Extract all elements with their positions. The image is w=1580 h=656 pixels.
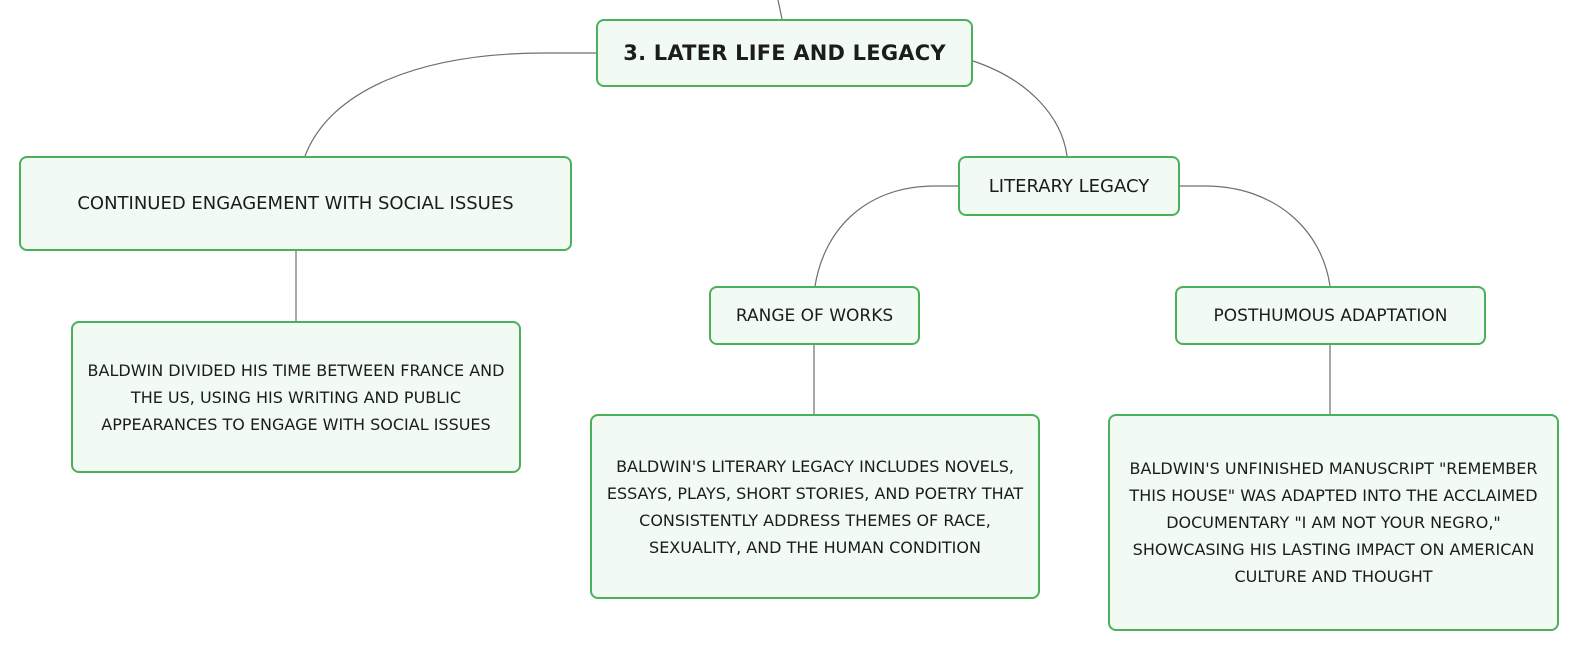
range-of-works-detail-node[interactable]: BALDWIN'S LITERARY LEGACY INCLUDES NOVEL… — [590, 414, 1040, 599]
root-node[interactable]: 3. LATER LIFE AND LEGACY — [596, 19, 973, 87]
connector-literary-range — [814, 185, 958, 287]
connector-incoming-root — [777, 0, 783, 20]
connector-root-social — [304, 52, 596, 157]
social-issues-detail-node[interactable]: BALDWIN DIVIDED HIS TIME BETWEEN FRANCE … — [71, 321, 521, 473]
social-issues-label: CONTINUED ENGAGEMENT WITH SOCIAL ISSUES — [77, 193, 514, 214]
range-of-works-label: RANGE OF WORKS — [735, 305, 894, 326]
literary-legacy-node[interactable]: LITERARY LEGACY — [958, 156, 1180, 216]
posthumous-adaptation-node[interactable]: POSTHUMOUS ADAPTATION — [1175, 286, 1486, 345]
social-issues-node[interactable]: CONTINUED ENGAGEMENT WITH SOCIAL ISSUES — [19, 156, 572, 251]
posthumous-adaptation-detail-node[interactable]: BALDWIN'S UNFINISHED MANUSCRIPT "REMEMBE… — [1108, 414, 1559, 631]
social-issues-detail-text: BALDWIN DIVIDED HIS TIME BETWEEN FRANCE … — [87, 360, 505, 434]
range-of-works-detail-text: BALDWIN'S LITERARY LEGACY INCLUDES NOVEL… — [606, 456, 1024, 557]
posthumous-adaptation-label: POSTHUMOUS ADAPTATION — [1213, 305, 1448, 326]
literary-legacy-label: LITERARY LEGACY — [988, 175, 1150, 197]
range-of-works-node[interactable]: RANGE OF WORKS — [709, 286, 920, 345]
connector-root-literary — [972, 60, 1068, 157]
root-node-label: 3. LATER LIFE AND LEGACY — [623, 41, 946, 65]
posthumous-adaptation-detail-text: BALDWIN'S UNFINISHED MANUSCRIPT "REMEMBE… — [1129, 459, 1538, 586]
connector-literary-posthumous — [1180, 185, 1331, 287]
